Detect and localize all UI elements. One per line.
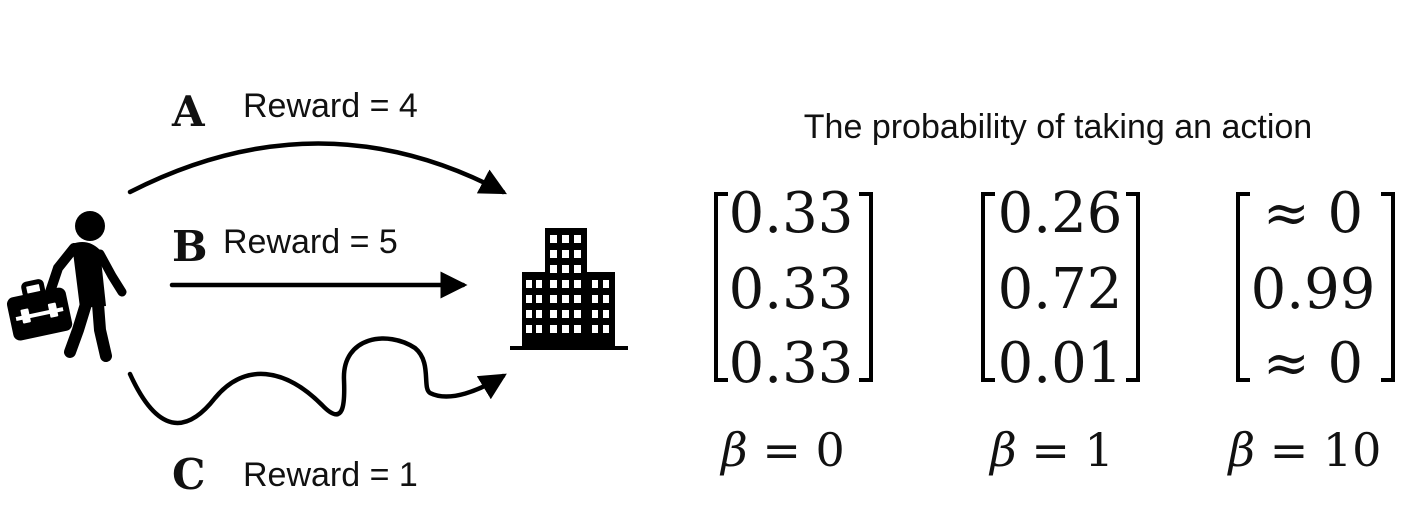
person-walking-with-briefcase-icon xyxy=(6,211,127,362)
building-window xyxy=(562,250,569,258)
building-window xyxy=(562,310,569,318)
building-window xyxy=(592,325,598,333)
building-window xyxy=(592,280,598,288)
building-window xyxy=(562,235,569,243)
route-c-letter: C xyxy=(172,450,205,499)
route-a-letter: A xyxy=(171,87,206,136)
building-window xyxy=(536,310,542,318)
left-bracket xyxy=(714,192,728,382)
building-window xyxy=(574,280,581,288)
building-window xyxy=(603,310,609,318)
building-window xyxy=(562,295,569,303)
route-a-arrow xyxy=(127,141,507,195)
building-window xyxy=(603,325,609,333)
building-window xyxy=(550,325,557,333)
building-window xyxy=(550,295,557,303)
right-bracket xyxy=(1381,192,1395,382)
building-window xyxy=(592,310,598,318)
left-bracket xyxy=(1236,192,1250,382)
route-b-reward: Reward = 5 xyxy=(223,223,398,261)
building-window xyxy=(550,310,557,318)
building-window xyxy=(526,280,532,288)
building-window xyxy=(574,250,581,258)
probability-value: 0.01 xyxy=(998,331,1123,396)
building-window xyxy=(603,295,609,303)
building-window xyxy=(562,280,569,288)
building-window xyxy=(574,265,581,273)
building-window xyxy=(574,310,581,318)
probability-value: ≈ 0 xyxy=(1263,331,1363,396)
route-b-letter: B xyxy=(172,222,208,271)
building-window xyxy=(603,280,609,288)
probability-vector-beta-1: 0.26 0.72 0.01 β = 1 xyxy=(981,181,1140,477)
left-bracket xyxy=(981,192,995,382)
route-c-reward: Reward = 1 xyxy=(243,456,418,494)
building-window xyxy=(550,280,557,288)
probability-value: ≈ 0 xyxy=(1263,181,1363,246)
probability-value: 0.72 xyxy=(998,257,1123,322)
right-bracket xyxy=(859,192,873,382)
probability-value: 0.33 xyxy=(729,181,854,246)
building-window xyxy=(526,325,532,333)
beta-label: β = 0 xyxy=(719,423,845,477)
probability-vector-beta-10: ≈ 0 0.99 ≈ 0 β = 10 xyxy=(1227,181,1395,477)
beta-label: β = 10 xyxy=(1227,423,1382,477)
right-bracket xyxy=(1126,192,1140,382)
route-c-arrow xyxy=(127,336,507,426)
building-window xyxy=(526,295,532,303)
building-window xyxy=(562,325,569,333)
building-window xyxy=(574,295,581,303)
building-window xyxy=(536,325,542,333)
building-window xyxy=(550,250,557,258)
route-a-reward: Reward = 4 xyxy=(243,87,418,125)
office-building-icon xyxy=(510,228,628,350)
probability-value: 0.33 xyxy=(729,331,854,396)
probability-value: 0.99 xyxy=(1251,257,1376,322)
building-window xyxy=(574,325,581,333)
building-window xyxy=(550,235,557,243)
building-window xyxy=(562,265,569,273)
beta-label: β = 1 xyxy=(988,423,1114,477)
probability-value: 0.33 xyxy=(729,257,854,322)
probability-value: 0.26 xyxy=(998,181,1123,246)
probability-vector-beta-0: 0.33 0.33 0.33 β = 0 xyxy=(714,181,873,477)
building-window xyxy=(550,265,557,273)
building-window xyxy=(592,295,598,303)
probability-title: The probability of taking an action xyxy=(804,108,1312,146)
building-window xyxy=(526,310,532,318)
building-window xyxy=(574,235,581,243)
building-window xyxy=(536,295,542,303)
building-window xyxy=(536,280,542,288)
